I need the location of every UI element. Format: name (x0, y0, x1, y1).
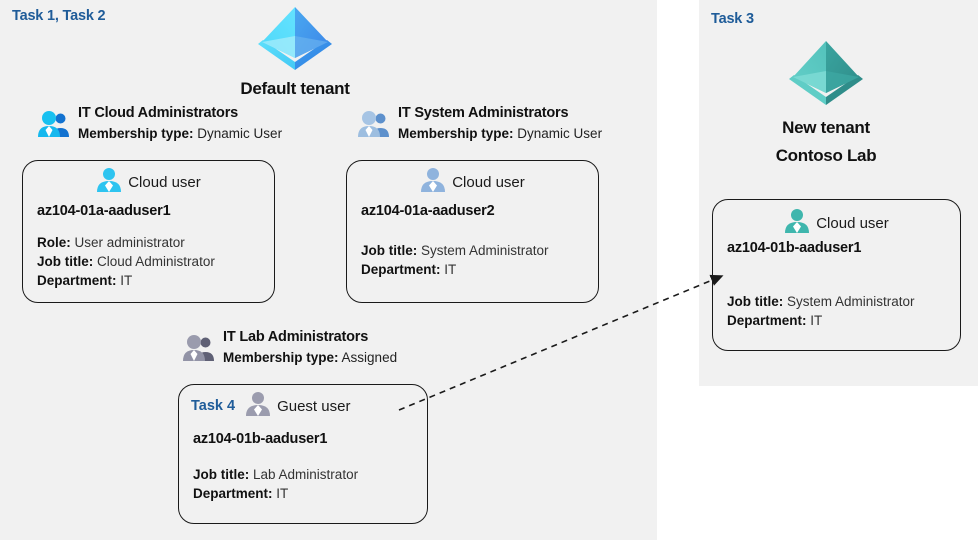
azure-ad-tenant-icon (200, 2, 390, 77)
attr-department: Department: IT (37, 271, 274, 290)
cloud-user-icon (420, 167, 446, 198)
azure-ad-tenant-icon (736, 35, 916, 112)
group-it-lab-administrators: IT Lab Administrators Membership type: A… (183, 328, 397, 368)
attr-role: Role: User administrator (37, 233, 274, 252)
task-label-4: Task 4 (191, 398, 236, 414)
attr-job-title: Job title: System Administrator (727, 292, 960, 311)
cloud-user-icon (784, 208, 810, 239)
group-membership-type: Membership type: Assigned (223, 348, 397, 368)
group-title: IT Lab Administrators (223, 329, 369, 345)
user-type-label: Cloud user (452, 173, 525, 191)
user-type-label: Guest user (277, 397, 351, 415)
attr-value: IT (276, 486, 289, 502)
new-tenant-name-line2: Contoso Lab (775, 146, 877, 166)
user-attributes: Job title: System Administrator Departme… (347, 241, 598, 279)
attr-label: Department: (193, 486, 273, 502)
user-principal-name: az104-01b-aaduser1 (193, 431, 328, 447)
user-attributes: Job title: Lab Administrator Department:… (179, 465, 427, 503)
attr-department: Department: IT (361, 260, 598, 279)
card-header: Cloud user (347, 165, 598, 199)
user-attributes: Role: User administrator Job title: Clou… (23, 233, 274, 290)
attr-job-title: Job title: Lab Administrator (193, 465, 427, 484)
membership-type-label: Membership type: (223, 349, 339, 365)
attr-value: IT (444, 262, 457, 278)
membership-type-value: Assigned (341, 349, 398, 365)
new-tenant-name-line1: New tenant (782, 118, 870, 137)
attr-department: Department: IT (727, 311, 960, 330)
group-users-icon (183, 334, 217, 367)
attr-value: System Administrator (421, 243, 549, 258)
new-tenant-block: New tenant Contoso Lab (736, 35, 916, 168)
task-label-1-2: Task 1, Task 2 (12, 8, 106, 24)
default-tenant-name: Default tenant (240, 79, 350, 98)
attr-department: Department: IT (193, 484, 427, 503)
user-card-az104-01a-aaduser1[interactable]: Cloud user az104-01a-aaduser1 Role: User… (22, 160, 275, 303)
task-label-3: Task 3 (711, 11, 754, 27)
group-users-icon (38, 110, 72, 143)
user-principal-name: az104-01b-aaduser1 (727, 240, 862, 256)
card-header: Task 4 Guest user (179, 389, 427, 423)
attr-label: Job title: (37, 254, 94, 270)
user-card-az104-01a-aaduser2[interactable]: Cloud user az104-01a-aaduser2 Job title:… (346, 160, 599, 303)
cloud-user-icon (96, 167, 122, 198)
membership-type-value: Dynamic User (517, 125, 603, 141)
group-title: IT Cloud Administrators (78, 105, 239, 121)
attr-label: Job title: (193, 467, 250, 482)
attr-label: Department: (37, 273, 117, 289)
user-principal-name: az104-01a-aaduser1 (37, 203, 171, 219)
membership-type-value: Dynamic User (197, 125, 283, 141)
default-tenant-block: Default tenant (200, 2, 390, 99)
user-principal-name: az104-01a-aaduser2 (361, 203, 495, 219)
attr-label: Department: (361, 262, 441, 278)
attr-value: Cloud Administrator (97, 254, 215, 270)
membership-type-label: Membership type: (398, 125, 514, 141)
attr-value: IT (810, 313, 823, 329)
user-attributes: Job title: System Administrator Departme… (713, 292, 960, 330)
user-card-az104-01b-aaduser1-cloud[interactable]: Cloud user az104-01b-aaduser1 Job title:… (712, 199, 961, 351)
attr-job-title: Job title: Cloud Administrator (37, 252, 274, 271)
card-header: Cloud user (713, 206, 960, 240)
group-membership-type: Membership type: Dynamic User (78, 124, 282, 144)
attr-value: System Administrator (787, 294, 915, 309)
group-membership-type: Membership type: Dynamic User (398, 124, 602, 144)
attr-label: Role: (37, 235, 71, 250)
group-it-system-administrators: IT System Administrators Membership type… (358, 104, 602, 144)
group-users-icon (358, 110, 392, 143)
membership-type-label: Membership type: (78, 125, 194, 141)
attr-label: Job title: (727, 294, 784, 309)
attr-label: Job title: (361, 243, 418, 258)
attr-value: IT (120, 273, 133, 289)
attr-job-title: Job title: System Administrator (361, 241, 598, 260)
user-type-label: Cloud user (816, 214, 889, 232)
card-header: Cloud user (23, 165, 274, 199)
group-title: IT System Administrators (398, 105, 569, 121)
user-type-label: Cloud user (128, 173, 201, 191)
guest-user-icon (245, 391, 271, 422)
attr-label: Department: (727, 313, 807, 329)
default-tenant-panel (0, 0, 657, 540)
attr-value: Lab Administrator (253, 467, 359, 482)
user-card-az104-01b-aaduser1-guest[interactable]: Task 4 Guest user az104-01b-aaduser1 Job… (178, 384, 428, 524)
group-it-cloud-administrators: IT Cloud Administrators Membership type:… (38, 104, 282, 144)
attr-value: User administrator (74, 235, 185, 250)
